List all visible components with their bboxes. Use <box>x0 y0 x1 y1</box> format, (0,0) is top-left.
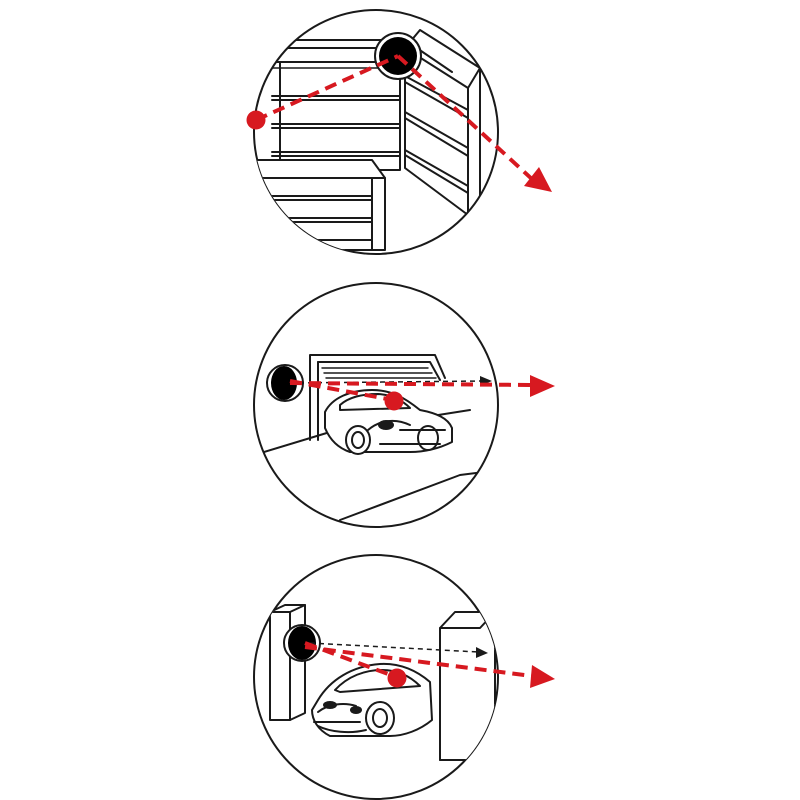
target-dot-icon <box>246 110 266 130</box>
scene-gate-passage <box>253 554 555 800</box>
scene-garage-door <box>253 282 555 528</box>
beam-arrow-icon <box>289 375 555 402</box>
target-dot-icon <box>384 391 404 411</box>
beam-arrow-icon <box>304 641 555 688</box>
garage-door-icon <box>309 354 446 441</box>
beam-arrow-icon <box>255 54 552 192</box>
car-icon <box>324 389 453 455</box>
scene-warehouse-shelves <box>246 9 552 255</box>
target-dot-icon <box>387 668 407 688</box>
